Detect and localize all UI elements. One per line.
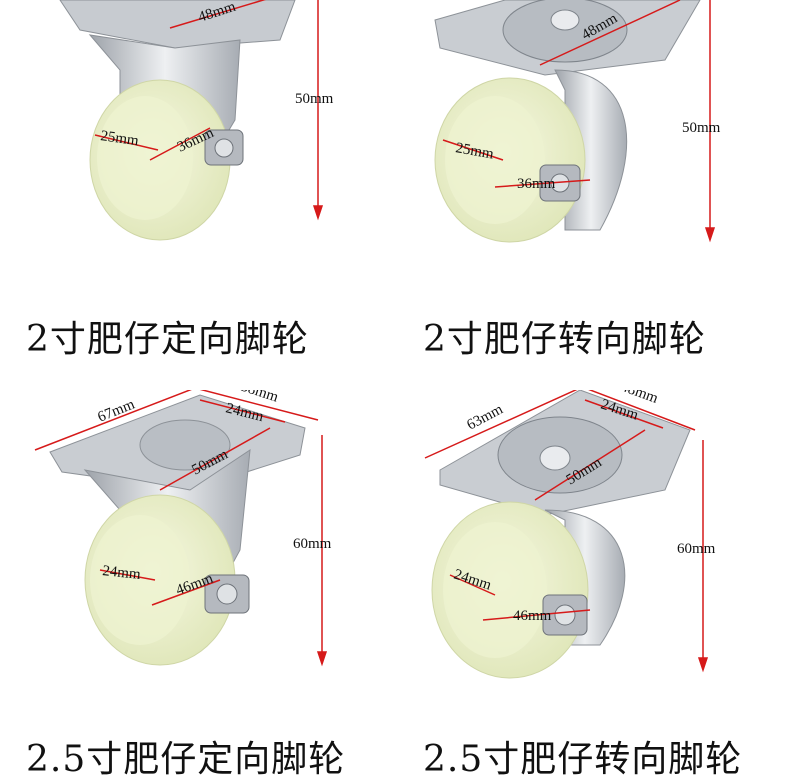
dim-height: 50mm [682, 120, 721, 136]
caster-panel-fixed-2in: 48mm 25mm 36mm 50mm 2寸肥仔定向脚轮 [0, 0, 395, 390]
caster-caption: 2寸肥仔转向脚轮 [423, 319, 706, 360]
dim-wheel-width: 25mm [99, 128, 140, 149]
dimension-lines [424, 390, 709, 673]
dim-wheel-width: 24mm [102, 563, 142, 583]
dim-height: 50mm [295, 91, 334, 107]
caster-illustration-fixed-2in: 48mm 25mm 36mm 50mm [59, 0, 334, 241]
dimension-lines [442, 0, 716, 243]
caster-panel-swivel-2in: 48mm 25mm 36mm 50mm 2寸肥仔转向脚轮 [395, 0, 790, 390]
caster-panel-swivel-2-5in: 63mm 48mm 24mm 50mm 24mm 46mm 60mm 2.5寸肥… [395, 390, 790, 780]
caster-panel-fixed-2-5in: 67mm 38mm 24mm 50mm 24mm 46mm 60mm 2.5寸肥… [0, 390, 395, 780]
caster-illustration-swivel-2in: 48mm 25mm 36mm 50mm [434, 0, 721, 243]
caster-illustration-fixed-2-5in: 67mm 38mm 24mm 50mm 24mm 46mm 60mm [34, 390, 332, 667]
dimension-lines [34, 390, 328, 667]
caster-illustration-swivel-2-5in: 63mm 48mm 24mm 50mm 24mm 46mm 60mm [424, 390, 716, 679]
dim-height: 60mm [677, 541, 716, 557]
dim-wheel-diameter: 36mm [517, 176, 556, 192]
dim-height: 60mm [293, 536, 332, 552]
caster-caption: 2寸肥仔定向脚轮 [26, 319, 309, 360]
dim-wheel-width: 25mm [454, 140, 495, 162]
caster-caption: 2.5寸肥仔转向脚轮 [423, 739, 743, 780]
dim-plate-length: 63mm [464, 401, 506, 433]
dimension-lines [94, 0, 324, 221]
dim-wheel-diameter: 46mm [513, 608, 552, 624]
caster-caption: 2.5寸肥仔定向脚轮 [26, 739, 346, 780]
dim-plate-width: 38mm [239, 390, 281, 406]
